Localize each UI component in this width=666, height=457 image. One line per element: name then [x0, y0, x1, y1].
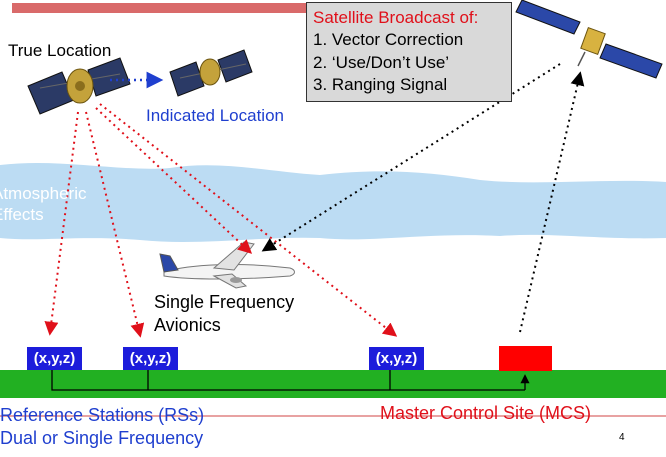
downlink-arrow [261, 63, 561, 252]
atmospheric-line-1: Atmospheric [0, 184, 87, 203]
ranging-rays [44, 103, 398, 338]
reference-station-2: (x,y,z) [123, 347, 178, 370]
master-control-site-box [499, 346, 552, 371]
avionics-line-2: Avionics [154, 315, 221, 336]
rs-line-1: Reference Stations (RSs) [0, 405, 205, 425]
atmosphere-band [0, 163, 666, 242]
top-banner [12, 3, 308, 13]
page-number: 4 [619, 432, 625, 443]
indicated-location-label: Indicated Location [146, 106, 284, 125]
rs-line-2: Dual or Single Frequency [0, 428, 204, 449]
satellite-broadcast-icon [515, 0, 663, 79]
ray-to-aircraft [95, 107, 253, 254]
satellite-true-icon [27, 57, 131, 115]
callout-heading: Satellite Broadcast of: [313, 8, 479, 27]
uplink-arrow [519, 71, 585, 333]
reference-station-1: (x,y,z) [27, 347, 82, 370]
atmospheric-effects-label: Atmospheric Effects [0, 183, 86, 226]
ray-to-rs3 [99, 103, 398, 337]
ray-to-rs1 [44, 111, 79, 336]
callout-item-3: 3. Ranging Signal [313, 75, 448, 95]
reference-station-3: (x,y,z) [369, 347, 424, 370]
ray-to-rs2 [85, 111, 145, 338]
true-location-label: True Location [8, 41, 112, 60]
callout-item-2: 2. ‘Use/Don’t Use’ [313, 52, 450, 72]
avionics-label: Single Frequency Avionics [154, 291, 294, 338]
broadcast-paths [261, 63, 585, 333]
reference-stations-label: Reference Stations (RSs) Dual or Single … [0, 404, 204, 451]
satellite-indicated-icon [169, 49, 253, 97]
broadcast-callout: Satellite Broadcast of: 1. Vector Correc… [306, 2, 512, 102]
aircraft-icon [159, 241, 295, 289]
master-control-site-label: Master Control Site (MCS) [380, 403, 592, 423]
callout-item-1: 1. Vector Correction [313, 30, 464, 50]
ground-network [51, 370, 530, 391]
ground-strip [0, 370, 666, 398]
avionics-line-1: Single Frequency [154, 292, 295, 312]
atmospheric-line-2: Effects [0, 205, 44, 225]
